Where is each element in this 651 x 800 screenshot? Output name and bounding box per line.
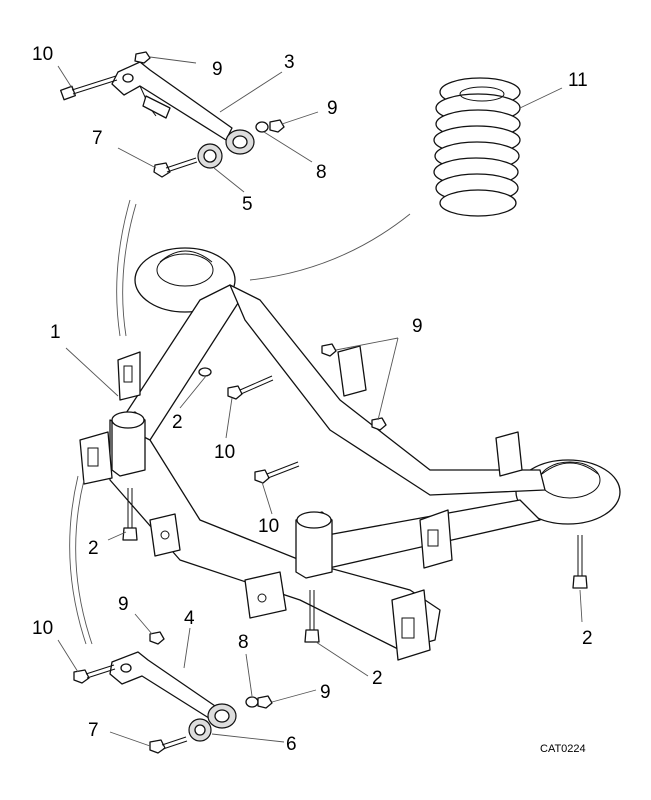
bushing-part-6 (188, 703, 237, 742)
callout-2-left: 2 (88, 538, 99, 559)
nut-part-9-lower (149, 631, 165, 645)
callout-labels: 10 9 3 11 9 7 8 5 1 9 2 10 10 2 2 9 4 10… (32, 44, 593, 755)
callout-7-bottom: 7 (88, 720, 99, 741)
callout-10-top: 10 (32, 44, 53, 65)
callout-6: 6 (286, 734, 297, 755)
lower-lateral-arm-part-4 (109, 651, 219, 721)
callout-11: 11 (568, 70, 588, 91)
rear-subframe-part-1 (79, 247, 621, 661)
callout-8-bottom: 8 (238, 632, 249, 653)
bolt-part-2-left (122, 488, 138, 541)
callout-5: 5 (242, 194, 253, 215)
callout-9-top: 9 (212, 59, 223, 80)
bolt-part-10-subframe-b (254, 461, 300, 484)
callout-2-a: 2 (172, 412, 183, 433)
callout-10-bottom: 10 (32, 618, 53, 639)
callout-3: 3 (284, 52, 295, 73)
bushing-part-5 (197, 143, 223, 169)
nut-part-9-subframe (198, 343, 387, 431)
callout-9-mid: 9 (412, 316, 423, 337)
washer-nut-part-8-9-lower (245, 695, 273, 709)
upper-lateral-arm-part-3 (111, 61, 255, 155)
callout-9-right-top: 9 (327, 98, 338, 119)
catalog-code: CAT0224 (540, 743, 586, 755)
coil-spring-part-11 (433, 77, 521, 217)
callout-10-mid-b: 10 (258, 516, 279, 537)
leader-lines (57, 56, 583, 747)
callout-2-bottom: 2 (372, 668, 383, 689)
callout-8-top: 8 (316, 162, 327, 183)
bolt-part-10-lower (73, 664, 116, 684)
callout-9-bottom-right: 9 (320, 682, 331, 703)
bolt-part-2-right (572, 535, 588, 589)
bolt-part-10-subframe-a (227, 375, 274, 400)
callout-4: 4 (184, 608, 195, 629)
bolt-part-7-lower (149, 736, 188, 754)
bolt-part-7-upper (153, 157, 198, 178)
callout-9-bottom-left: 9 (118, 594, 129, 615)
callout-10-mid-a: 10 (214, 442, 235, 463)
callout-2-right: 2 (582, 628, 593, 649)
washer-nut-part-8-9-upper (255, 119, 285, 133)
bolt-part-2-centre (304, 590, 320, 643)
callout-1: 1 (50, 322, 61, 343)
bolt-part-10-upper (60, 75, 118, 101)
callout-7-top: 7 (92, 128, 103, 149)
nut-part-9-upper (134, 51, 151, 64)
